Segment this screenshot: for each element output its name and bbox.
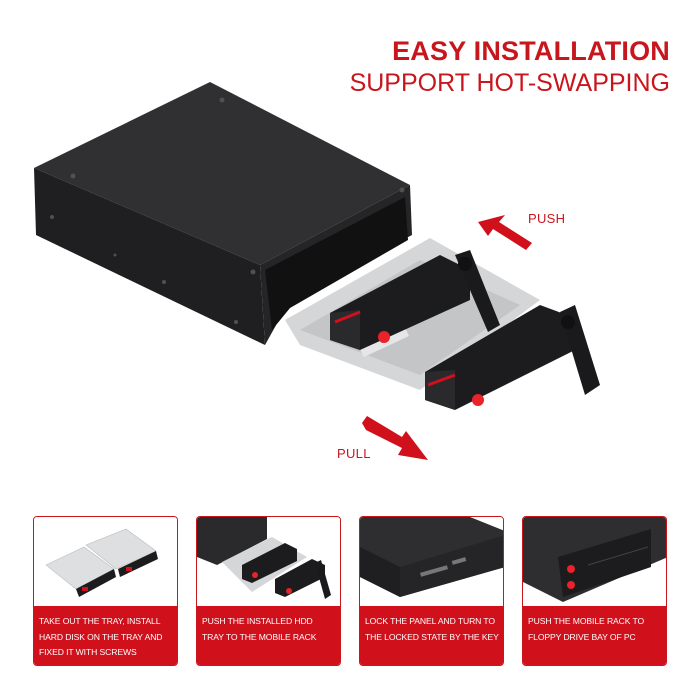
- step-card-3: LOCK THE PANEL AND TURN TO THE LOCKED ST…: [359, 516, 504, 666]
- installation-steps: TAKE OUT THE TRAY, INSTALL HARD DISK ON …: [33, 516, 667, 666]
- step-3-caption: LOCK THE PANEL AND TURN TO THE LOCKED ST…: [360, 606, 503, 665]
- pull-label: PULL: [337, 446, 371, 461]
- step-1-caption: TAKE OUT THE TRAY, INSTALL HARD DISK ON …: [34, 606, 177, 665]
- headline-subtitle: SUPPORT HOT-SWAPPING: [349, 69, 670, 97]
- push-label: PUSH: [528, 211, 566, 226]
- step-card-4: PUSH THE MOBILE RACK TO FLOPPY DRIVE BAY…: [522, 516, 667, 666]
- push-arrow-icon: [478, 215, 532, 250]
- step-4-image: [523, 517, 666, 606]
- headline-title: EASY INSTALLATION: [392, 36, 670, 66]
- mobile-rack-illustration: [34, 82, 600, 460]
- pull-arrow-icon: [362, 416, 428, 460]
- step-1-image: [34, 517, 177, 606]
- step-card-2: PUSH THE INSTALLED HDD TRAY TO THE MOBIL…: [196, 516, 341, 666]
- step-3-image: [360, 517, 503, 606]
- step-2-caption: PUSH THE INSTALLED HDD TRAY TO THE MOBIL…: [197, 606, 340, 665]
- hero-product-image: [0, 70, 700, 490]
- step-card-1: TAKE OUT THE TRAY, INSTALL HARD DISK ON …: [33, 516, 178, 666]
- step-4-caption: PUSH THE MOBILE RACK TO FLOPPY DRIVE BAY…: [523, 606, 666, 665]
- step-2-image: [197, 517, 340, 606]
- headline: EASY INSTALLATION SUPPORT HOT-SWAPPING: [350, 36, 670, 98]
